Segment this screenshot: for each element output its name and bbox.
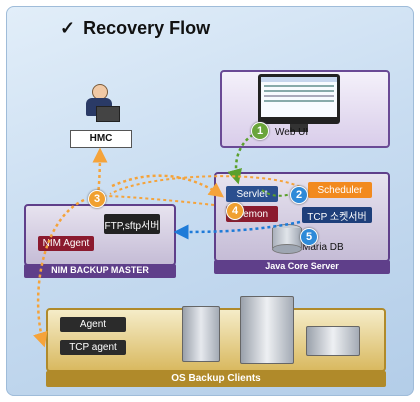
clients-label: OS Backup Clients [171, 373, 261, 384]
servlet-chip: Servlet [226, 186, 278, 202]
orange-arrow-core-left [103, 195, 215, 206]
step-4-badge: 4 [226, 202, 244, 220]
monitor-icon [258, 74, 340, 124]
tcp-agent-chip: TCP agent [60, 340, 126, 355]
web-ui-label: Web UI [275, 127, 309, 138]
hmc-label: HMC [89, 133, 113, 144]
monitor-stand [290, 124, 308, 132]
check-icon: ✓ [60, 18, 76, 38]
core-label: Java Core Server [265, 261, 339, 271]
server-rack-icon-2 [240, 296, 294, 364]
core-label-bar [214, 260, 390, 274]
nim-label-bar [24, 264, 176, 278]
green-arrow-webui-to-servlet [227, 130, 259, 185]
orange-arrow-to-clients [33, 198, 85, 348]
title-text: Recovery Flow [83, 18, 211, 38]
agent-chip: Agent [60, 317, 126, 332]
nim-agent-chip: NIM Agent [38, 236, 94, 251]
server-rack-icon-3 [306, 326, 360, 356]
orange-arrow-to-hmc [92, 147, 108, 197]
step-5-badge: 5 [300, 228, 318, 246]
nim-label: NIM BACKUP MASTER [51, 265, 149, 275]
blue-arrow-tcp-to-nim [173, 220, 301, 240]
clients-label-bar [46, 371, 386, 387]
page-title: ✓ Recovery Flow [60, 18, 210, 39]
hmc-person-icon [78, 82, 122, 126]
scheduler-chip: Scheduler [308, 182, 372, 198]
step-1-badge: 1 [251, 122, 269, 140]
orange-arrow-nim-to-core [111, 174, 225, 198]
step-2-badge: 2 [290, 186, 308, 204]
orange-arrow-scheduler-to-nim [109, 175, 306, 195]
step-3-badge: 3 [88, 190, 106, 208]
ftp-server-chip: FTP,sftp서버 [104, 214, 160, 234]
server-rack-icon-1 [182, 306, 220, 362]
tcp-socket-server-chip: TCP 소켓서버 [302, 207, 372, 223]
maria-db-label: Maria DB [302, 242, 344, 253]
